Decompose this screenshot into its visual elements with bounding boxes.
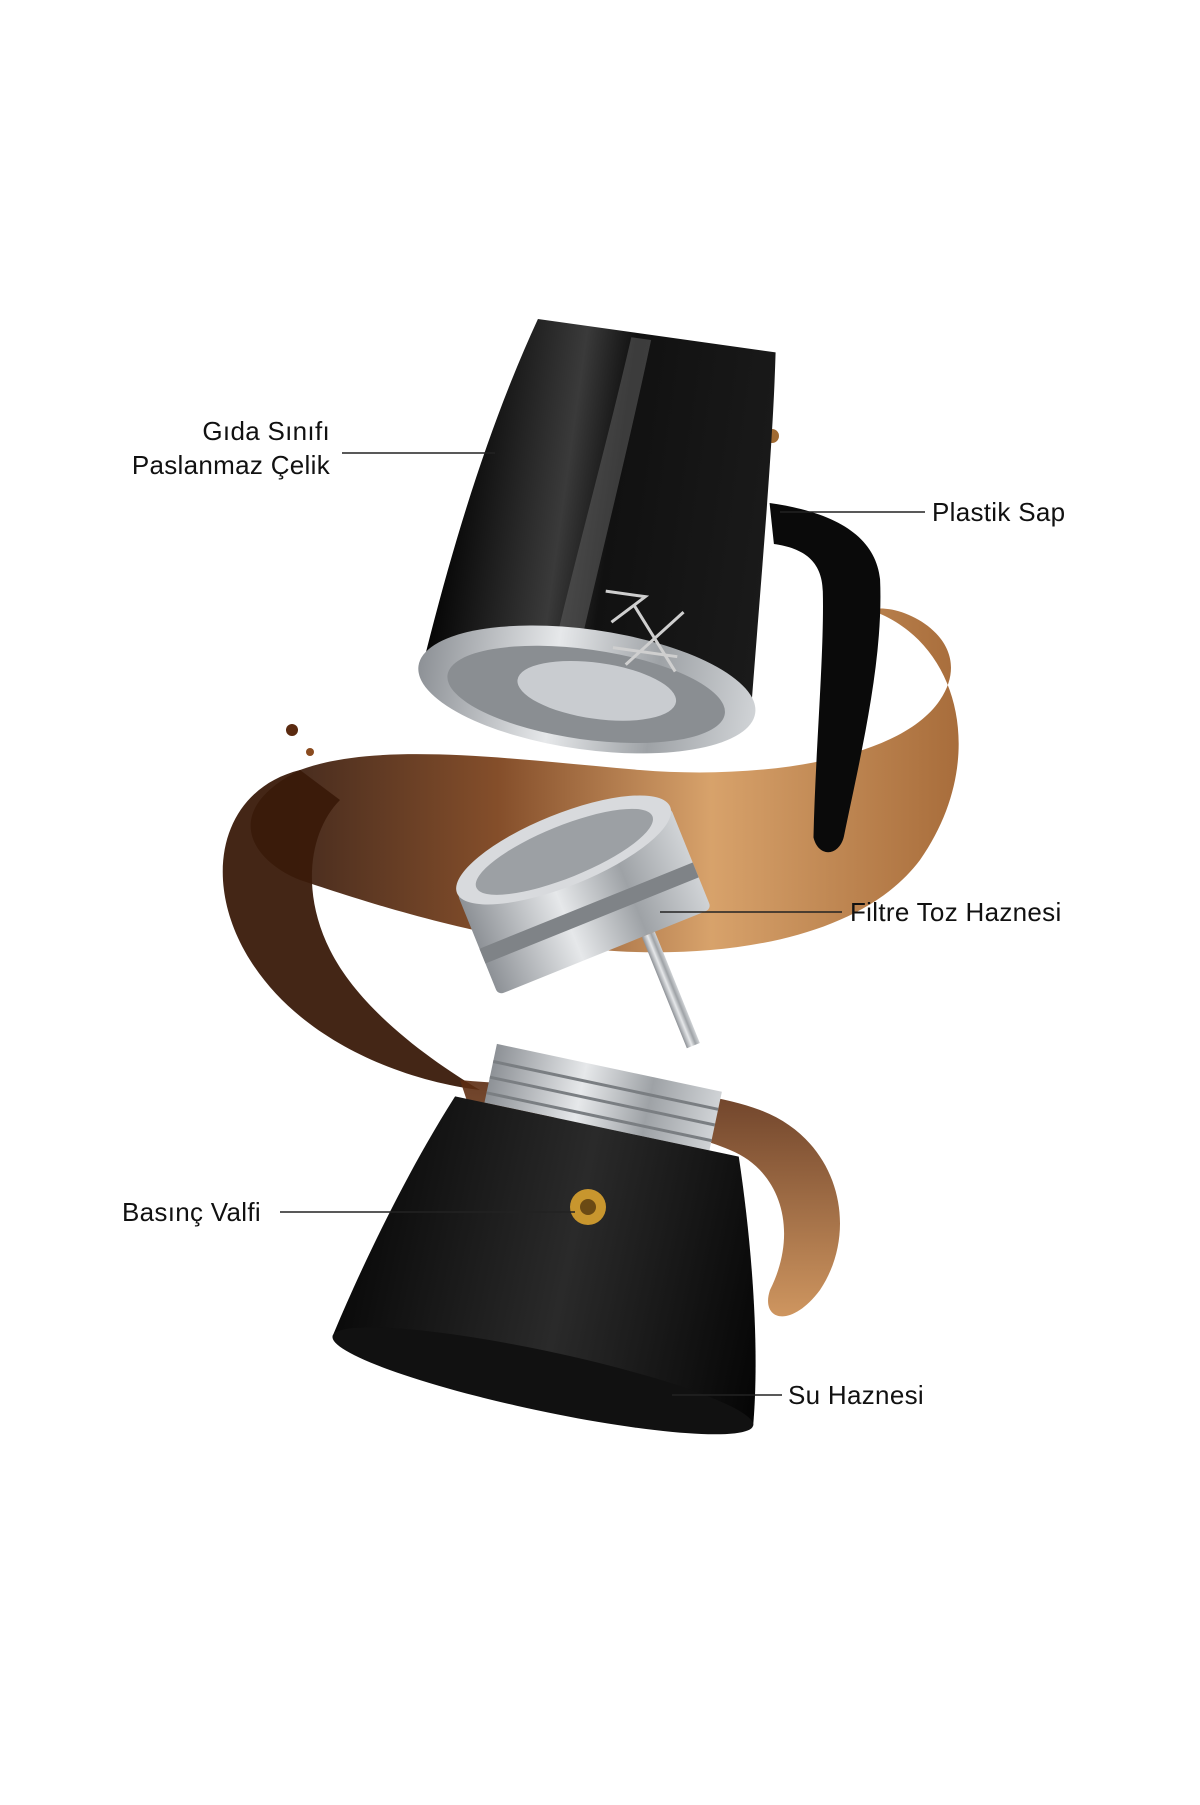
splash-upper-ribbon <box>250 608 959 953</box>
pot-handle <box>769 503 881 853</box>
label-steel-line2: Paslanmaz Çelik <box>131 450 330 480</box>
splash-lower-ribbon <box>460 1080 840 1317</box>
pot-top-chamber <box>418 319 881 853</box>
thread-line <box>486 1091 712 1143</box>
label-plastic-handle: Plastik Sap <box>932 497 1066 527</box>
splash-droplet <box>286 724 298 736</box>
label-water-chamber: Su Haznesi <box>788 1380 924 1410</box>
thread-line <box>489 1075 716 1127</box>
label-pressure-valve: Basınç Valfi <box>122 1197 261 1227</box>
pressure-valve <box>570 1189 606 1225</box>
filter-funnel <box>456 795 710 1049</box>
thread-ring <box>484 1043 722 1151</box>
splash-droplet <box>306 748 314 756</box>
pot-lower-chamber <box>332 1043 756 1435</box>
label-food-grade-steel: Gıda Sınıfı Paslanmaz Çelik <box>95 414 330 482</box>
lower-bottom <box>332 1327 754 1435</box>
splash-left-curl <box>222 770 480 1090</box>
pot-highlight <box>549 337 652 673</box>
leader-lines <box>280 452 925 1396</box>
funnel-top-inner <box>475 808 653 895</box>
pot-logo-mark <box>605 589 685 673</box>
pot-filter-screen <box>517 660 677 721</box>
label-steel-line1: Gıda Sınıfı <box>202 416 330 446</box>
funnel-band <box>479 862 699 964</box>
thread-line <box>492 1060 719 1111</box>
label-filter-chamber: Filtre Toz Haznesi <box>850 897 1062 927</box>
funnel-stem <box>641 931 700 1049</box>
